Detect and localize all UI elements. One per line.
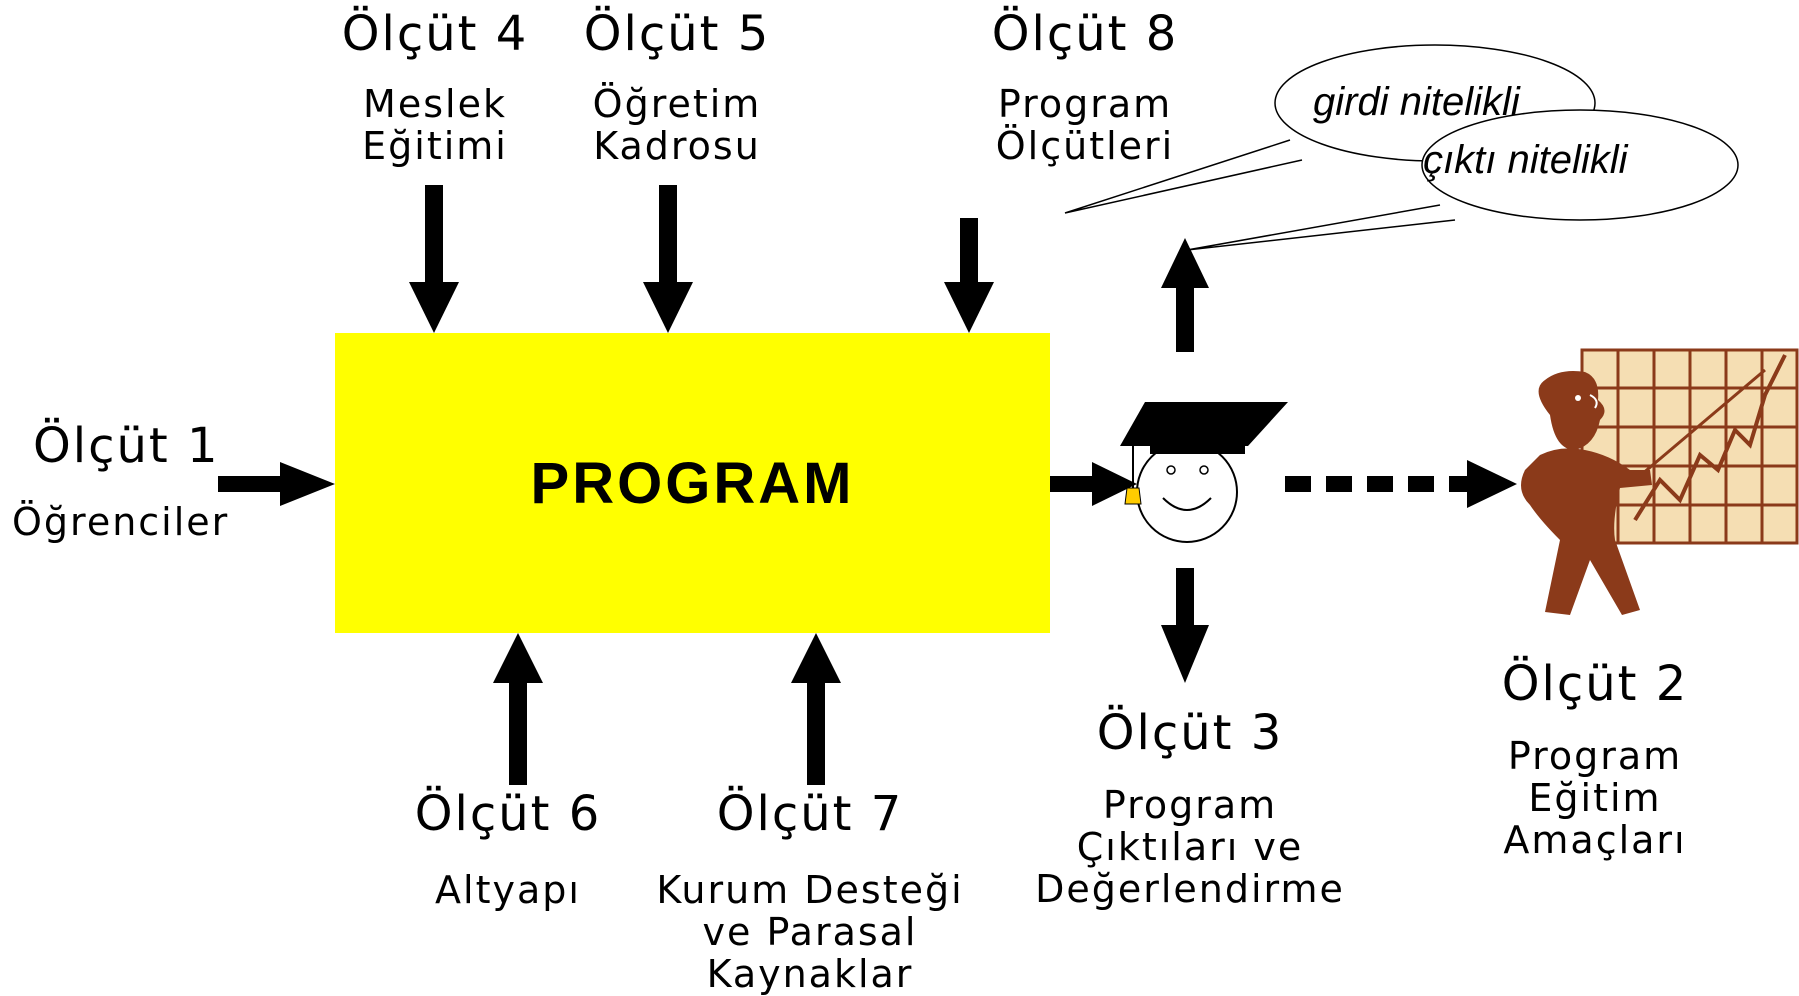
arrow-c7 <box>791 633 841 785</box>
arrow-c1 <box>218 462 335 506</box>
arrow-c8 <box>944 218 994 333</box>
criterion-2-desc: Program Eğitim Amaçları <box>1503 734 1687 862</box>
criterion-7-title: Ölçüt 7 <box>716 786 904 842</box>
arrow-dashed-c2 <box>1285 460 1517 508</box>
program-title: PROGRAM <box>530 450 855 516</box>
criterion-3-title: Ölçüt 3 <box>1096 705 1284 761</box>
criterion-4-desc: Meslek Eğitimi <box>362 82 508 168</box>
speech-bubble-output <box>1186 109 1739 251</box>
bubble-input-text: girdi nitelikli <box>1313 80 1520 124</box>
criterion-1-desc: Öğrenciler <box>12 500 230 544</box>
criterion-6-desc: Altyapı <box>435 868 581 912</box>
criterion-2-title: Ölçüt 2 <box>1501 656 1689 712</box>
criterion-7-desc: Kurum Desteği ve Parasal Kaynaklar <box>656 868 964 996</box>
criterion-1-title: Ölçüt 1 <box>33 418 220 474</box>
criterion-5-desc: Öğretim Kadrosu <box>592 82 762 168</box>
bubble-output-text: çıktı nitelikli <box>1423 138 1628 182</box>
arrow-c4 <box>409 185 459 333</box>
criterion-8-desc: Program Ölçütleri <box>995 82 1175 168</box>
arrow-c6 <box>493 633 543 785</box>
criterion-8-title: Ölçüt 8 <box>991 6 1179 62</box>
arrow-c5 <box>643 185 693 333</box>
graduate-face-icon <box>1120 402 1288 543</box>
criterion-6-title: Ölçüt 6 <box>414 786 602 842</box>
program-box <box>335 333 1050 633</box>
arrow-up-bubbles <box>1161 238 1209 352</box>
arrow-output <box>1050 462 1137 506</box>
arrow-down-c3 <box>1161 568 1209 683</box>
criterion-5-title: Ölçüt 5 <box>583 6 771 62</box>
businessman-chart-icon <box>1521 348 1799 615</box>
criterion-4-title: Ölçüt 4 <box>341 6 529 62</box>
criterion-3-desc: Program Çıktıları ve Değerlendirme <box>1035 783 1345 911</box>
